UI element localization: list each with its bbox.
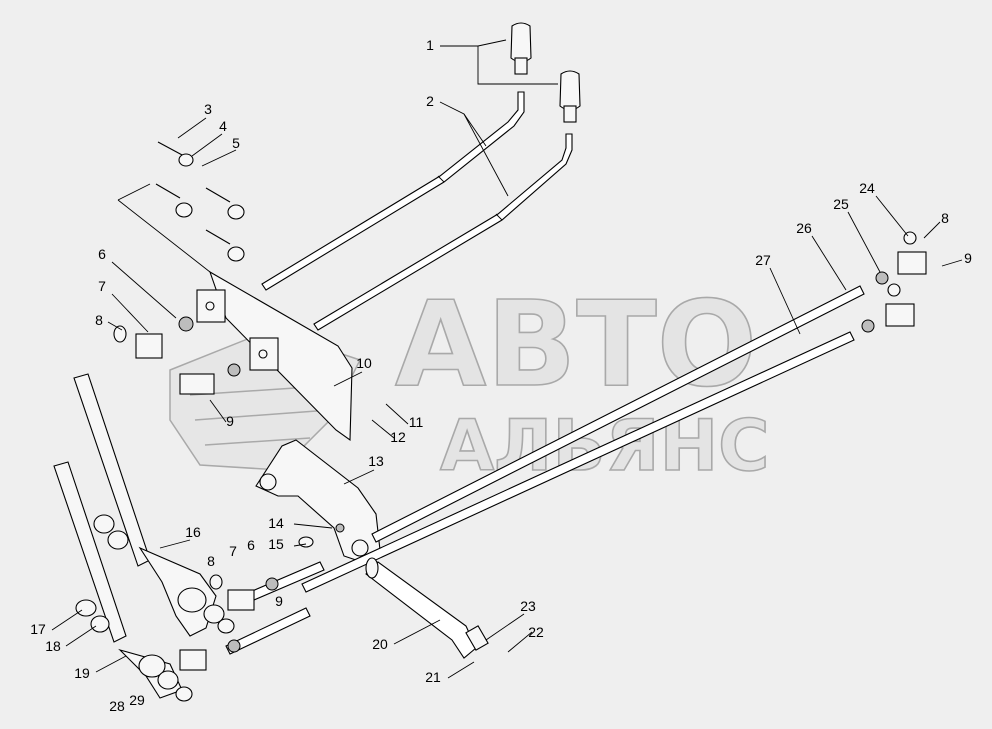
callout-c7a: 7 (98, 278, 106, 294)
callout-c5: 5 (232, 135, 240, 151)
pedal-arms (53, 373, 235, 702)
callout-c6b: 6 (247, 537, 255, 553)
shift-knobs (510, 22, 581, 123)
callout-c27: 27 (755, 252, 771, 268)
callout-c7b: 7 (229, 543, 237, 559)
callout-c8a: 8 (95, 312, 103, 328)
callout-c8b: 8 (207, 553, 215, 569)
callout-c4: 4 (219, 118, 227, 134)
callout-c2: 2 (426, 93, 434, 109)
callout-c8c: 8 (941, 210, 949, 226)
callout-c14: 14 (268, 515, 284, 531)
clevis-left-upper (113, 316, 241, 395)
long-control-rods (301, 285, 865, 593)
callout-c15: 15 (268, 536, 284, 552)
callout-c19: 19 (74, 665, 90, 681)
callout-c12: 12 (390, 429, 406, 445)
callout-c11: 11 (409, 414, 424, 430)
mounting-plate (196, 270, 353, 442)
callout-c9b: 9 (275, 593, 283, 609)
lower-linkage-rods (179, 536, 325, 671)
callout-c10: 10 (356, 355, 372, 371)
callout-c9a: 9 (226, 413, 234, 429)
watermark-line-1: АВТО (395, 275, 757, 413)
callout-c6a: 6 (98, 246, 106, 262)
shift-lever-rods (261, 91, 573, 331)
callout-c24: 24 (859, 180, 875, 196)
callout-c28: 28 (109, 698, 125, 714)
callout-c16: 16 (185, 524, 201, 540)
callout-c23: 23 (520, 598, 536, 614)
callout-c21: 21 (425, 669, 441, 685)
callout-c29: 29 (129, 692, 145, 708)
clevis-right (861, 231, 927, 333)
callout-c17: 17 (30, 621, 46, 637)
callout-c26: 26 (796, 220, 812, 236)
callout-c25: 25 (833, 196, 849, 212)
callout-c3: 3 (204, 101, 212, 117)
callout-c18: 18 (45, 638, 61, 654)
callout-c13: 13 (368, 453, 384, 469)
fastener-set-upper (117, 141, 245, 273)
callout-c9c: 9 (964, 250, 972, 266)
callout-c1: 1 (426, 37, 434, 53)
cross-tube (365, 557, 489, 659)
callout-c22: 22 (528, 624, 544, 640)
callout-c20: 20 (372, 636, 388, 652)
leader-lines (51, 39, 963, 679)
